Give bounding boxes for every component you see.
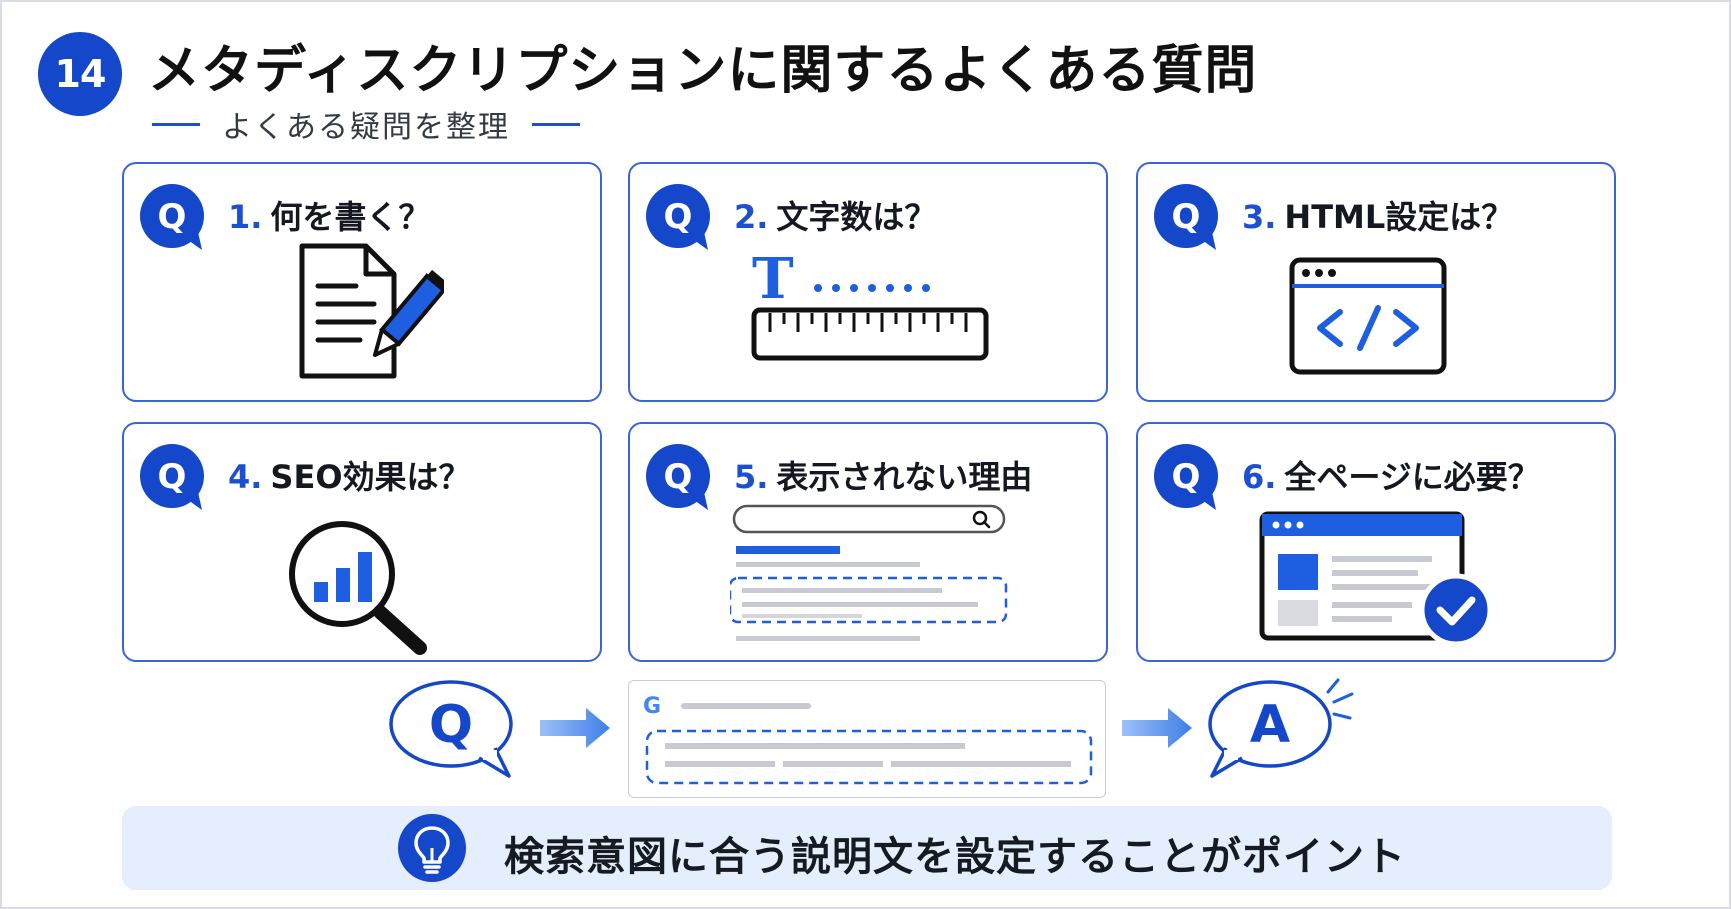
card-label-5: 5.表示されない理由 xyxy=(734,458,1033,496)
subtitle-dash-right xyxy=(532,122,580,126)
q-bubble-icon: Q xyxy=(140,184,204,250)
faq-card-5: Q 5.表示されない理由 xyxy=(628,422,1108,662)
svg-text:T: T xyxy=(752,250,794,312)
q-bubble-icon: Q xyxy=(1154,184,1218,250)
q-letter: Q xyxy=(1172,457,1201,497)
q-bubble-icon: Q xyxy=(1154,444,1218,510)
q-letter: Q xyxy=(1172,197,1201,237)
text-ruler-icon: T xyxy=(751,250,989,361)
arrow-right-icon xyxy=(1122,708,1192,748)
subtitle-row: よくある疑問を整理 xyxy=(152,102,580,146)
page-check-icon xyxy=(1259,511,1493,647)
faq-card-2: Q 2.文字数は？ T xyxy=(628,162,1108,402)
faq-card-3: Q 3.HTML設定は？ xyxy=(1136,162,1616,402)
card-label-3: 3.HTML設定は？ xyxy=(1242,198,1514,236)
section-number-badge: 14 xyxy=(38,32,122,116)
card-label-6: 6.全ページに必要？ xyxy=(1242,458,1540,496)
answer-speech-bubble: A xyxy=(1208,680,1332,778)
q-bubble-icon: Q xyxy=(646,184,710,250)
lightbulb-icon xyxy=(398,814,466,882)
faq-card-4: Q 4.SEO効果は？ xyxy=(122,422,602,662)
sparkle-lines-icon xyxy=(1326,678,1354,720)
question-speech-bubble: Q xyxy=(389,680,513,778)
code-window-icon xyxy=(1289,257,1447,375)
document-pen-icon xyxy=(299,243,444,379)
magnifier-chart-icon xyxy=(289,521,427,655)
search-engine-logo-icon: G xyxy=(643,694,661,719)
answer-letter: A xyxy=(1250,695,1290,755)
key-point-bar xyxy=(122,806,1612,890)
q-letter: Q xyxy=(664,197,693,237)
q-letter: Q xyxy=(158,457,187,497)
faq-card-1: Q 1.何を書く？ xyxy=(122,162,602,402)
q-letter: Q xyxy=(158,197,187,237)
faq-card-6: Q 6.全ページに必要？ xyxy=(1136,422,1616,662)
card-label-4: 4.SEO効果は？ xyxy=(228,458,471,496)
search-results-icon xyxy=(730,504,1008,641)
subtitle-dash-left xyxy=(152,122,200,126)
question-letter: Q xyxy=(429,695,473,755)
q-bubble-icon: Q xyxy=(140,444,204,510)
key-point-text: 検索意図に合う説明文を設定することがポイント xyxy=(504,834,1406,880)
card-label-1: 1.何を書く？ xyxy=(228,198,431,236)
q-bubble-icon: Q xyxy=(646,444,710,510)
search-result-preview: G xyxy=(628,680,1106,798)
card-label-2: 2.文字数は？ xyxy=(734,198,937,236)
page-title: メタディスクリプションに関するよくある質問 xyxy=(148,41,1258,101)
arrow-right-icon xyxy=(540,708,610,748)
q-letter: Q xyxy=(664,457,693,497)
page-subtitle: よくある疑問を整理 xyxy=(222,110,510,145)
